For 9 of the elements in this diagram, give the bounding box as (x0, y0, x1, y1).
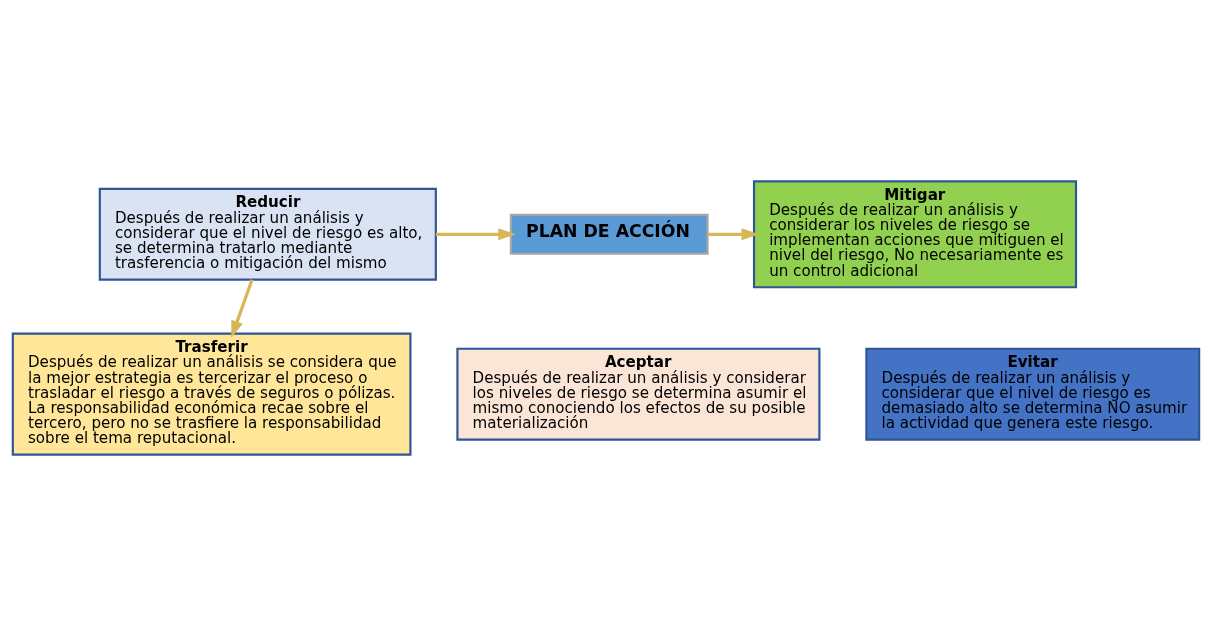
node-box: Reducir Después de realizar un análisis y considerar que el nivel de riesgo es alto, se determina tratarlo mediante trasferencia o mitigación del mismo (98, 187, 437, 281)
arrow (707, 227, 759, 240)
node-box: Aceptar Después de realizar un análisis y considerar los niveles de riesgo se determina asumir el mismo conociendo los efectos de su posible materialización (456, 347, 821, 441)
arrow (231, 278, 254, 338)
node-box: PLAN DE ACCIÓN (509, 213, 709, 255)
node-box: Evitar Después de realizar un análisis y considerar que el nivel de riesgo es demasiado alto se determina NO asumir la actividad que genera este riesgo. (865, 347, 1201, 441)
arrow (435, 227, 516, 240)
node-box: Mitigar Después de realizar un análisis y considerar los niveles de riesgo se implementan acciones que mitiguen el nivel del riesgo, No necesariamente es un control adicional (752, 179, 1078, 288)
node-box: Trasferir Después de realizar un análisis se considera que la mejor estrategia es tercerizar el proceso o trasladar el riesgo a través de seguros o pólizas. La responsabilidad económica recae sobre el tercero, pero no se trasfiere la responsabilidad sobre el tema reputacional. (11, 332, 412, 456)
